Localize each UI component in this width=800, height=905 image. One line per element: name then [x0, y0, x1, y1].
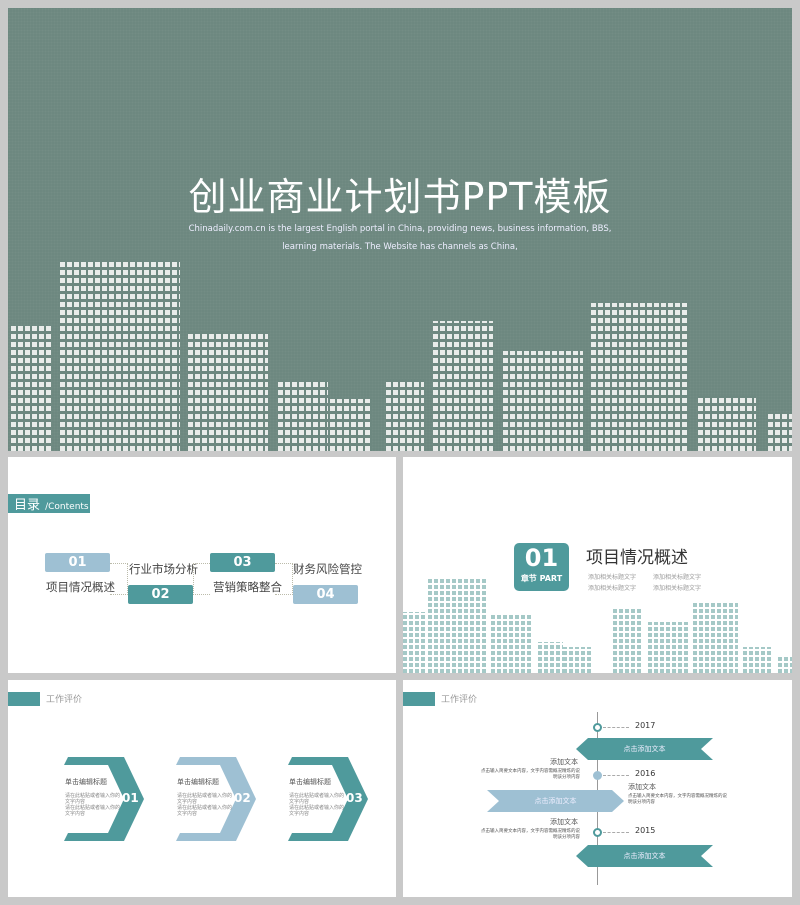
card-body[interactable]: 请在此粘贴或者输入你的文字内容 请在此粘贴或者输入你的文字内容 — [177, 793, 233, 817]
slide-title: 创业商业计划书PPT模板 — [188, 175, 612, 219]
item-number-03[interactable]: 03 — [210, 553, 275, 572]
title-slide[interactable]: 创业商业计划书PPT模板 Chinadaily.com.cn is the la… — [8, 8, 792, 451]
building — [433, 321, 493, 451]
building — [693, 602, 738, 673]
card-number: 03 — [346, 791, 363, 805]
slide-subtitle: Chinadaily.com.cn is the largest English… — [8, 220, 792, 256]
slide-header: 工作评价 — [46, 695, 83, 705]
ribbon-text[interactable]: 点击添加文本 — [623, 852, 666, 860]
subtitle-line: learning materials. The Website has chan… — [282, 242, 518, 252]
building — [698, 396, 756, 451]
building — [778, 657, 792, 673]
note-title[interactable]: 添加文本 — [550, 818, 578, 826]
timeline-node — [593, 828, 602, 837]
connector — [110, 563, 128, 595]
card-number: 01 — [122, 791, 139, 805]
building — [11, 326, 51, 451]
note-body[interactable]: 点击输入简要文本内容，文字内容需概况精炼的说明该分项内容 — [628, 794, 727, 805]
building — [768, 413, 792, 451]
item-label-03[interactable]: 营销策略整合 — [213, 580, 282, 594]
item-number-02[interactable]: 02 — [128, 585, 193, 604]
ribbon-text[interactable]: 点击添加文本 — [623, 745, 666, 753]
connector — [193, 563, 210, 595]
item-label-04[interactable]: 财务风险管控 — [293, 562, 362, 576]
ribbon-blue — [487, 790, 624, 812]
ribbon-teal — [576, 845, 713, 867]
ribbon-teal — [576, 738, 713, 760]
card-title[interactable]: 单击编辑标题 — [65, 778, 107, 786]
bullet: 添加相关标题文字 — [653, 585, 702, 592]
card-body[interactable]: 请在此粘贴或者输入你的文字内容 请在此粘贴或者输入你的文字内容 — [289, 793, 345, 817]
item-number-01[interactable]: 01 — [45, 553, 110, 572]
header-bar — [8, 692, 40, 706]
chapter-title: 项目情况概述 — [586, 548, 688, 568]
building — [563, 647, 593, 673]
contents-title-en: /Contents — [45, 502, 89, 512]
building — [613, 607, 641, 673]
building — [538, 642, 563, 673]
bullet: 添加相关标题文字 — [588, 574, 637, 581]
dash-connector — [603, 727, 629, 728]
item-number-04[interactable]: 04 — [293, 585, 358, 604]
contents-title: 目录 — [14, 498, 41, 513]
chapter-badge: 01 章节 PART — [514, 543, 569, 591]
slide-header: 工作评价 — [441, 695, 478, 705]
building — [403, 612, 425, 673]
note-title[interactable]: 添加文本 — [550, 758, 578, 766]
card-number: 02 — [234, 791, 251, 805]
timeline-node — [593, 723, 602, 732]
bullet: 添加相关标题文字 — [588, 585, 637, 592]
bullet: 添加相关标题文字 — [653, 574, 702, 581]
item-label-01[interactable]: 项目情况概述 — [46, 580, 115, 594]
chapter-slide[interactable]: 01 章节 PART 项目情况概述 添加相关标题文字添加相关标题文字添加相关标题… — [403, 457, 792, 673]
timeline-slide[interactable]: 工作评价 2017 2016 2015 点击添加文本 点击添加文本 点击添加文本… — [403, 680, 792, 897]
dash-connector — [603, 775, 629, 776]
header-bar — [403, 692, 435, 706]
note-body[interactable]: 点击输入简要文本内容，文字内容需概况精炼的说明该分项内容 — [481, 769, 580, 780]
building — [503, 351, 583, 451]
building — [428, 577, 488, 673]
card-title[interactable]: 单击编辑标题 — [289, 778, 331, 786]
chevron-shape — [64, 757, 144, 841]
review-slide[interactable]: 工作评价 单击编辑标题 请在此粘贴或者输入你的文字内容 请在此粘贴或者输入你的文… — [8, 680, 396, 897]
building — [743, 647, 773, 673]
building — [591, 303, 689, 451]
building — [648, 622, 688, 673]
year-label: 2017 — [635, 721, 656, 730]
contents-header: 目录 /Contents — [8, 494, 90, 513]
item-label-02[interactable]: 行业市场分析 — [129, 562, 198, 576]
chapter-number: 01 — [524, 544, 559, 572]
timeline-node — [593, 771, 602, 780]
building — [278, 381, 328, 451]
ribbon-text[interactable]: 点击添加文本 — [534, 797, 577, 805]
subtitle-line: Chinadaily.com.cn is the largest English… — [188, 224, 612, 234]
building — [188, 331, 268, 451]
dash-connector — [603, 832, 629, 833]
chapter-bullets: 添加相关标题文字添加相关标题文字添加相关标题文字添加相关标题文字 — [588, 572, 718, 594]
chevron-shape — [288, 757, 368, 841]
year-label: 2015 — [635, 826, 656, 835]
year-label: 2016 — [635, 769, 656, 778]
note-title[interactable]: 添加文本 — [628, 783, 656, 791]
connector — [275, 563, 293, 595]
chapter-part: 章节 PART — [520, 574, 563, 583]
card-title[interactable]: 单击编辑标题 — [177, 778, 219, 786]
building — [491, 615, 533, 673]
card-body[interactable]: 请在此粘贴或者输入你的文字内容 请在此粘贴或者输入你的文字内容 — [65, 793, 121, 817]
building — [330, 399, 372, 451]
note-body[interactable]: 点击输入简要文本内容，文字内容需概况精炼的说明该分项内容 — [481, 829, 580, 840]
contents-slide[interactable]: 目录 /Contents 01 项目情况概述 02 行业市场分析 03 营销策略… — [8, 457, 396, 673]
chevron-shape — [176, 757, 256, 841]
building — [386, 379, 424, 451]
building — [60, 261, 180, 451]
